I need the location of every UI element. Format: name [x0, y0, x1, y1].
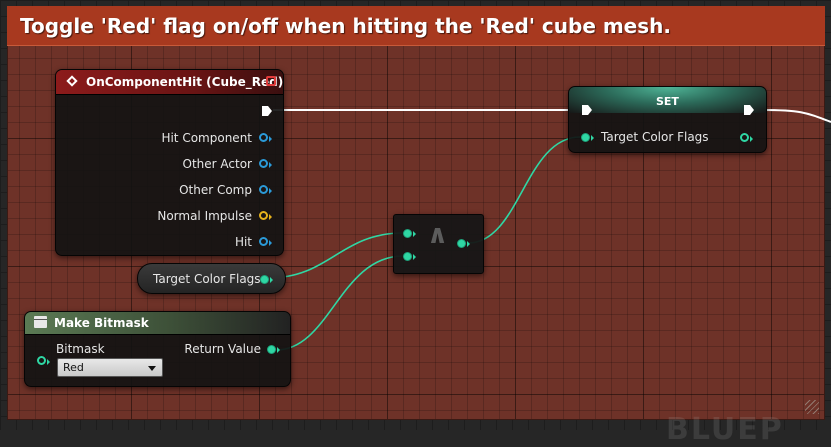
comment-title: Toggle 'Red' flag on/off when hitting th… — [20, 14, 671, 38]
pin-arrow-icon — [269, 240, 272, 246]
int-wire-getter-to-and — [267, 232, 404, 279]
wires-layer — [267, 109, 831, 351]
pin-label-normal-impulse: Normal Impulse — [157, 209, 252, 223]
hit-pin-icon[interactable] — [259, 237, 268, 246]
pin-arrow-icon — [413, 254, 416, 260]
event-diamond-icon — [66, 75, 78, 87]
hit-component-pin-icon[interactable] — [259, 133, 268, 142]
getter-label: Target Color Flags — [153, 272, 261, 286]
set-node-title: SET — [656, 95, 679, 108]
pin-arrow-icon — [47, 359, 50, 365]
pin-arrow-icon — [750, 136, 753, 142]
pin-label-other-actor: Other Actor — [182, 157, 252, 171]
bitmask-dropdown-value: Red — [63, 361, 84, 374]
other-actor-pin-icon[interactable] — [259, 159, 268, 168]
pin-arrow-icon — [269, 188, 272, 194]
exec-out-pin-icon[interactable] — [261, 105, 273, 117]
and-input-a-pin-icon[interactable] — [403, 229, 412, 238]
pin-label-hit: Hit — [234, 235, 252, 249]
set-variable-node[interactable]: SET Target Color Flags — [568, 86, 767, 153]
set-input-pin-icon[interactable] — [581, 133, 590, 142]
normal-impulse-pin-icon[interactable] — [259, 211, 268, 220]
make-bitmask-title: Make Bitmask — [54, 316, 149, 330]
make-bitmask-node[interactable]: Make Bitmask Bitmask Red Return Value — [24, 311, 291, 387]
pin-label-other-comp: Other Comp — [179, 183, 252, 197]
bitmask-input-label: Bitmask — [56, 342, 105, 356]
and-output-pin-icon[interactable] — [457, 239, 466, 248]
event-node-on-component-hit[interactable]: OnComponentHit (Cube_Red) Hit Component … — [55, 69, 284, 256]
getter-output-pin-icon[interactable] — [260, 275, 269, 284]
make-bitmask-header[interactable]: Make Bitmask — [25, 312, 290, 335]
and-symbol: ∧ — [427, 220, 449, 250]
pin-arrow-icon — [413, 231, 416, 237]
event-node-header[interactable]: OnComponentHit (Cube_Red) — [56, 70, 283, 95]
exec-in-pin-icon[interactable] — [581, 104, 593, 116]
set-output-pin-icon[interactable] — [740, 133, 749, 142]
pin-label-hit-component: Hit Component — [161, 131, 252, 145]
delegate-pin-icon[interactable] — [266, 76, 276, 86]
pin-arrow-icon — [467, 241, 470, 247]
pin-arrow-icon — [277, 347, 280, 353]
variable-getter-target-color-flags[interactable]: Target Color Flags — [137, 263, 286, 294]
bitmask-dropdown[interactable]: Red — [57, 358, 163, 377]
bitmask-input-pin-icon[interactable] — [37, 356, 46, 365]
exec-wire-out — [761, 109, 831, 123]
function-icon — [34, 316, 47, 328]
pin-arrow-icon — [269, 162, 272, 168]
pin-arrow-icon — [269, 214, 272, 220]
chevron-down-icon — [148, 366, 156, 371]
comment-resize-handle[interactable] — [805, 400, 819, 414]
int-wire-and-to-set — [467, 136, 581, 244]
return-value-label: Return Value — [184, 342, 261, 356]
pin-arrow-icon — [269, 136, 272, 142]
set-input-label: Target Color Flags — [601, 130, 709, 144]
and-input-b-pin-icon[interactable] — [403, 252, 412, 261]
set-node-header[interactable]: SET — [569, 87, 766, 113]
return-value-pin-icon[interactable] — [267, 345, 276, 354]
int-wire-bitmask-to-and — [275, 255, 404, 351]
other-comp-pin-icon[interactable] — [259, 185, 268, 194]
pin-arrow-icon — [270, 277, 273, 283]
pin-arrow-icon — [591, 135, 594, 141]
event-node-title: OnComponentHit (Cube_Red) — [86, 75, 284, 89]
bitwise-and-node[interactable]: ∧ — [393, 214, 484, 274]
exec-out-pin-icon[interactable] — [743, 104, 755, 116]
comment-header[interactable]: Toggle 'Red' flag on/off when hitting th… — [7, 6, 825, 46]
